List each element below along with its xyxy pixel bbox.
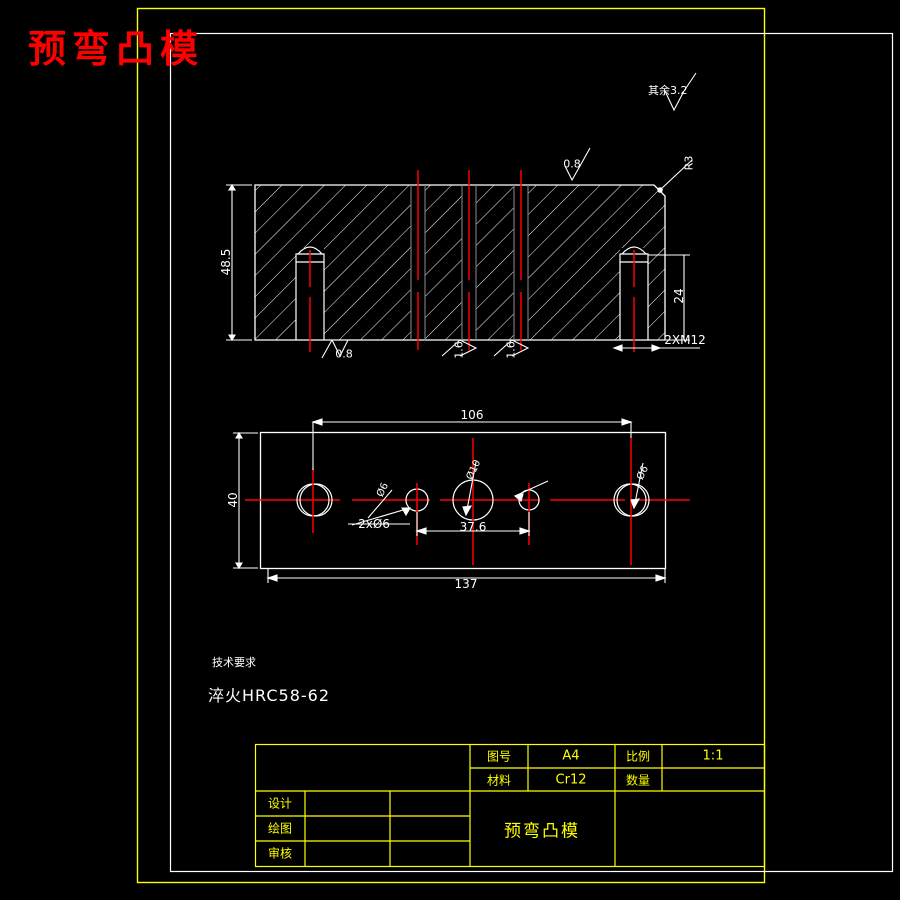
dim-label-thread-depth: 24 — [672, 288, 686, 304]
dim-label-small-holes: 2xØ6 — [358, 517, 390, 531]
sheet-inner-frame — [169, 32, 894, 873]
leader-r3 — [657, 159, 693, 193]
dim-label-thread: 2XM12 — [664, 333, 706, 347]
dim-label-corner-radius: R3 — [682, 155, 696, 171]
scale-label: 比例 — [625, 749, 651, 764]
dim-37-6 — [415, 512, 531, 536]
section-view — [226, 147, 700, 359]
general-surface-finish-symbol — [664, 72, 697, 112]
finish-symbol-mid-left — [441, 339, 478, 357]
finish-label-bottom: 0.8 — [335, 347, 353, 361]
dim-label-hole-span: 106 — [460, 408, 484, 422]
finish-label-mid-right: 1.6 — [504, 341, 518, 359]
dim-106 — [311, 418, 633, 470]
title-block-row-label-1: 绘图 — [267, 821, 293, 836]
leader-dia6-right — [513, 480, 549, 502]
title-block-row-label-0: 设计 — [267, 796, 293, 811]
finish-symbol-bottom-left — [321, 339, 349, 359]
tech-requirements-heading: 技术要求 — [212, 656, 256, 669]
material-label: 材料 — [486, 773, 512, 788]
plan-hole-right-m12 — [613, 483, 650, 517]
dim-40 — [233, 431, 258, 570]
dim-height-48-5 — [226, 183, 252, 342]
title-block — [254, 743, 766, 868]
leader-dia10-center — [462, 461, 477, 517]
section-center-lines — [309, 170, 635, 352]
quantity-label: 数量 — [625, 773, 651, 788]
drawing-no-value: A4 — [562, 748, 580, 764]
page-title: 预弯凸模 — [28, 26, 205, 71]
finish-label-mid-left: 1.6 — [452, 341, 466, 359]
dim-thread-2xm12 — [612, 344, 700, 352]
leader-2x-dia6 — [348, 489, 411, 526]
title-block-part-name: 预弯凸模 — [504, 821, 580, 842]
material-value: Cr12 — [555, 772, 587, 788]
dim-label-length: 137 — [454, 577, 478, 591]
dim-label-width: 40 — [226, 492, 240, 508]
finish-label-top: 0.8 — [563, 157, 581, 171]
sheet-outer-border — [136, 7, 766, 884]
dim-label-height: 48.5 — [219, 248, 233, 276]
dim-label-center-offset: 37.6 — [459, 520, 487, 534]
dim-137 — [266, 568, 667, 583]
leader-right-hole — [630, 462, 644, 510]
title-block-row-label-2: 审核 — [267, 846, 293, 861]
dim-depth-24 — [648, 254, 690, 341]
general-surface-finish-label: 其余3.2 — [648, 84, 688, 97]
plan-view — [233, 418, 690, 583]
hidden-bore-lines — [410, 185, 529, 340]
tech-requirements-line-1: 淬火HRC58-62 — [208, 686, 331, 705]
drawing-no-label: 图号 — [486, 749, 512, 764]
section-body-outline — [254, 184, 666, 341]
finish-symbol-top — [564, 147, 591, 182]
finish-symbol-mid-right — [493, 339, 530, 357]
scale-value: 1:1 — [702, 748, 724, 764]
